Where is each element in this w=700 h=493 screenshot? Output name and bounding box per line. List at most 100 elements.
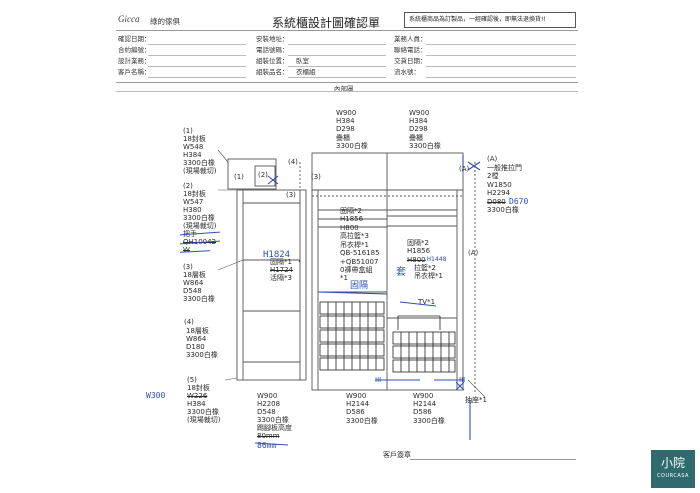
note-4-line: 3300白橡 (186, 351, 218, 359)
top-mid-line: 疊櫃 (336, 134, 350, 142)
bot-right-line: 3300白橡 (413, 417, 445, 425)
note-a-line: W1850 (487, 181, 512, 189)
note-a-line: 一般推拉門 (487, 164, 522, 172)
inner-mid-line: +QB51007 (340, 258, 379, 266)
field-phone: 電話號碼： (256, 45, 289, 54)
inner-left-line: 活隔*3 (270, 274, 292, 282)
form-right-col: 業務人員： 聯絡電話： 交貨日期： 流水號： (394, 35, 427, 77)
field-rule (426, 66, 576, 67)
signature-line (410, 459, 576, 460)
top-right-line: D298 (409, 125, 428, 133)
bot-right-line: H2144 (413, 400, 437, 408)
page-title: 系統櫃設計圖確認單 (272, 16, 381, 30)
note-2-line: W (183, 246, 190, 254)
note-a-line: (A) (487, 155, 498, 163)
form-top-rule (116, 30, 578, 31)
paren-label: (A) (468, 249, 479, 257)
field-rule (288, 66, 386, 67)
field-product-value: 衣櫃組 (296, 68, 316, 76)
inner-right-line: 拉籃*2 (414, 264, 436, 272)
top-mid-line: H384 (336, 117, 355, 125)
field-delivery: 交貨日期： (394, 56, 427, 65)
inner-mid-line: *1 (340, 274, 348, 282)
inner-left-line: H1724 (270, 266, 294, 274)
field-rule (148, 77, 246, 78)
top-right-line: H384 (409, 117, 428, 125)
bot-left-line: W900 (257, 392, 278, 400)
field-designer: 設計業務： (118, 56, 151, 65)
note-4-line: D180 (186, 343, 205, 351)
top-right-line: 3300白橡 (409, 142, 441, 150)
inner-mid-line: 吊衣桿*1 (340, 241, 369, 249)
brand-subtitle: 綠的傢俱 (150, 17, 180, 26)
top-mid-line: D298 (336, 125, 355, 133)
note-2-line: (2) (183, 182, 193, 190)
notice-box: 系統櫃商品為訂製品，一經確認後，即無法退換貨!! (404, 12, 576, 28)
field-rule (148, 66, 246, 67)
field-product: 組裝品名： (256, 67, 289, 76)
note-3-line: D548 (183, 287, 202, 295)
field-rule (288, 44, 386, 45)
note-4-line: W864 (186, 335, 207, 343)
handwritten-86mm: 86mm (257, 441, 277, 450)
handwritten-tao: 套 (396, 267, 406, 278)
note-2-line: (現場裁切) (183, 222, 217, 230)
bot-left-line: 踢腳板高度 (257, 424, 292, 432)
section-rule-2 (116, 91, 578, 92)
field-sales-phone: 聯絡電話： (394, 45, 427, 54)
paren-label: (4) (288, 158, 298, 166)
note-2-line: 3300白橡 (183, 214, 215, 222)
inner-right-line: 吊衣桿*1 (414, 272, 443, 280)
inner-mid-line: 0褲帶盒組 (340, 266, 373, 274)
brand-logo: Gicca (118, 14, 140, 24)
handwritten-h1448: H1448 (427, 255, 447, 263)
note-1-line: (1) (183, 127, 193, 135)
paren-label: (A) (459, 165, 470, 173)
field-confirm-date: 確認日期： (118, 35, 151, 43)
inner-mid-line: H800 (340, 224, 359, 232)
note-4-line: (4) (184, 318, 194, 326)
inner-mid-line: H1856 (340, 215, 364, 223)
note-3-line: 3300白橡 (183, 295, 215, 303)
bot-mid-line: D586 (346, 408, 365, 416)
note-5-line: 18封板 (187, 384, 210, 392)
handwritten-gu-ge: 固隔 (350, 281, 369, 291)
handwritten-mark-right: III (459, 376, 466, 384)
note-5-line: (5) (187, 376, 197, 384)
bot-left-line: D548 (257, 408, 276, 416)
top-mid-line: W900 (336, 109, 357, 117)
note-5-line: W226 (187, 392, 208, 400)
note-a-line: 2樘 (487, 172, 499, 180)
field-address: 安裝地址： (256, 35, 289, 43)
bot-left-line: 80mm (257, 432, 280, 440)
field-rule (148, 55, 246, 56)
field-rule (426, 77, 576, 78)
bot-mid-line: H2144 (346, 400, 370, 408)
note-1-line: H384 (183, 151, 202, 159)
paren-label: (3) (311, 173, 321, 181)
form-mid-col: 安裝地址： 電話號碼： 組裝位置： 組裝品名： (256, 35, 289, 77)
bot-mid-line: 3300白橡 (346, 417, 378, 425)
note-a-line: 3300白橡 (487, 206, 519, 214)
bot-right-line: D586 (413, 408, 432, 416)
inner-right-line: H1856 (407, 247, 431, 255)
section-label: 內部圖 (334, 85, 354, 93)
bottom-right-label: 抽座*1 (465, 396, 487, 404)
inner-mid-line: 高拉籃*3 (340, 232, 369, 240)
field-contract-no: 合約編號： (118, 45, 151, 54)
note-a-line: D080 (487, 198, 506, 206)
note-3-line: 18層板 (183, 271, 206, 279)
note-1-line: 3300白橡 (183, 159, 215, 167)
bot-mid-line: W900 (346, 392, 367, 400)
note-1-line: W548 (183, 143, 204, 151)
watermark-sub: COURCASA (657, 473, 689, 479)
field-rule (148, 44, 246, 45)
note-5-line: H384 (187, 400, 206, 408)
bot-right-line: W900 (413, 392, 434, 400)
top-right-line: W900 (409, 109, 430, 117)
note-3-line: W864 (183, 279, 204, 287)
field-location-value: 臥室 (296, 57, 309, 65)
top-right-line: 疊櫃 (409, 134, 423, 142)
bot-left-line: H2208 (257, 400, 281, 408)
